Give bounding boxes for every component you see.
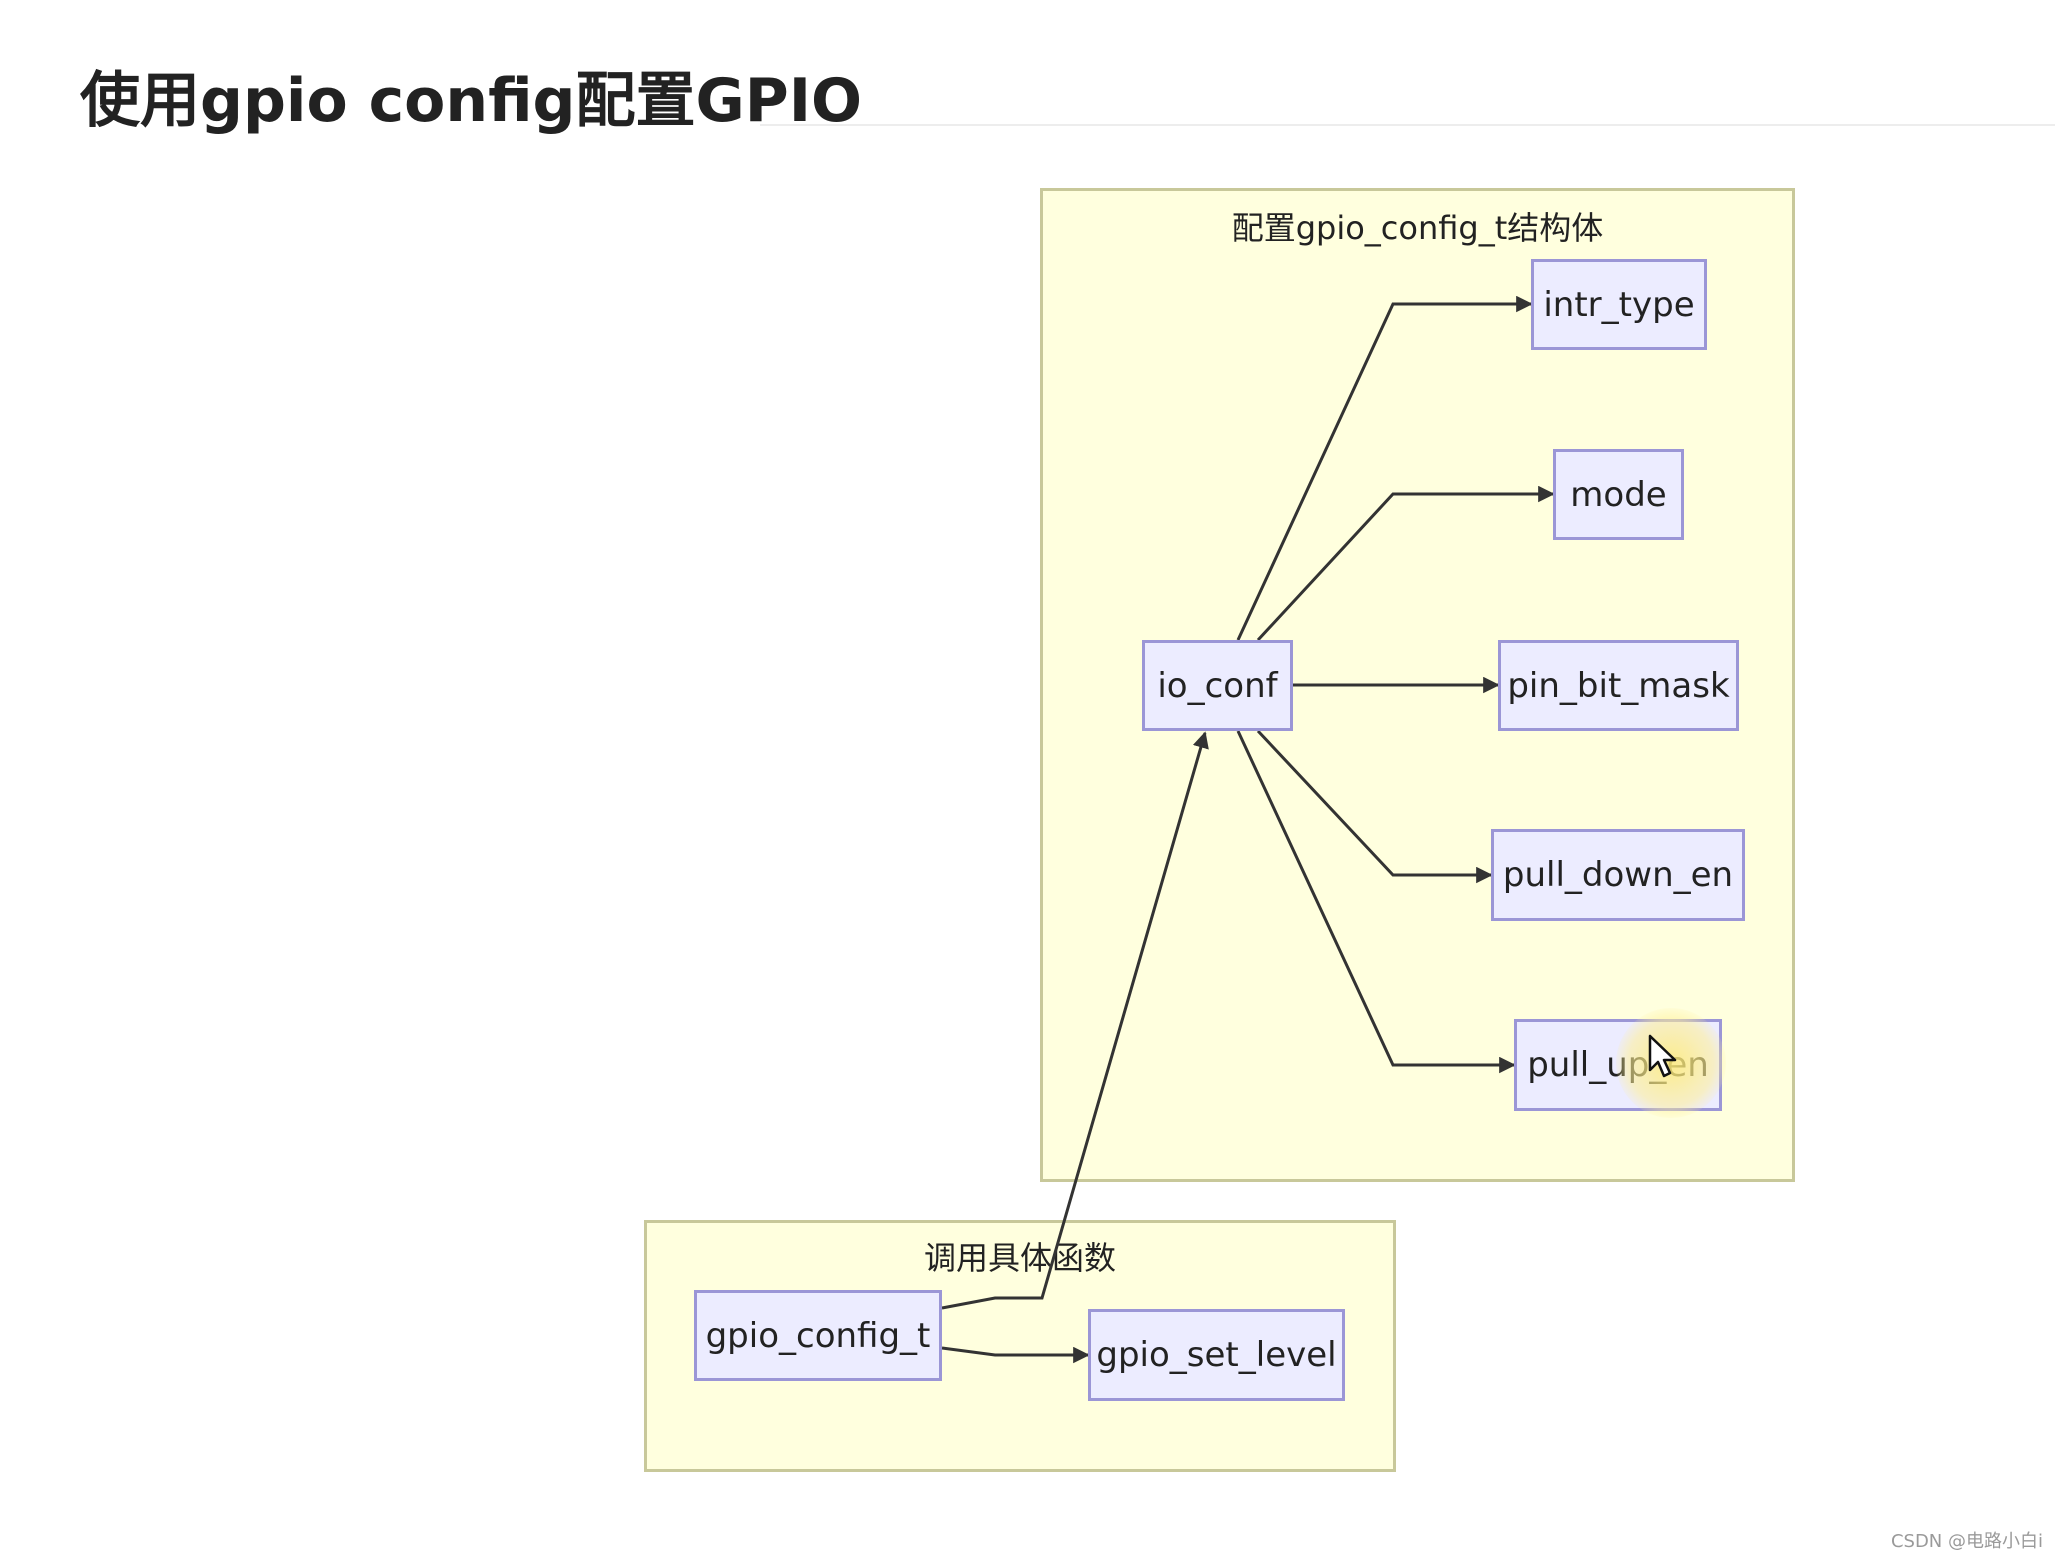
mouse-pointer-icon [1648, 1034, 1677, 1078]
title-divider [760, 124, 2055, 126]
cluster-call-label: 调用具体函数 [923, 1239, 1116, 1277]
page-title: 使用gpio config配置GPIO [80, 66, 863, 136]
node-gpio-config-t[interactable]: gpio_config_t [694, 1290, 942, 1381]
edge-io-conf-intr-type [1236, 295, 1533, 641]
node-pull-down-en[interactable]: pull_down_en [1491, 829, 1745, 921]
edge-gpio-config-t-gpio-set-level [941, 1346, 1090, 1364]
edge-io-conf-pull-down-en [1256, 729, 1493, 884]
cursor-highlight [1616, 1008, 1726, 1118]
node-mode[interactable]: mode [1553, 449, 1684, 540]
edge-gpio-config-t-io-conf [941, 731, 1209, 1310]
node-io-conf[interactable]: io_conf [1142, 640, 1293, 731]
watermark: CSDN @电路小白i [1890, 1531, 2043, 1552]
node-gpio-set-level[interactable]: gpio_set_level [1088, 1309, 1345, 1401]
node-pin-bit-mask[interactable]: pin_bit_mask [1498, 640, 1739, 731]
cluster-struct-label: 配置gpio_config_t结构体 [1231, 209, 1604, 247]
edge-io-conf-pull-up-en [1236, 730, 1516, 1074]
node-intr-type[interactable]: intr_type [1531, 259, 1707, 350]
edge-io-conf-mode [1256, 485, 1555, 642]
